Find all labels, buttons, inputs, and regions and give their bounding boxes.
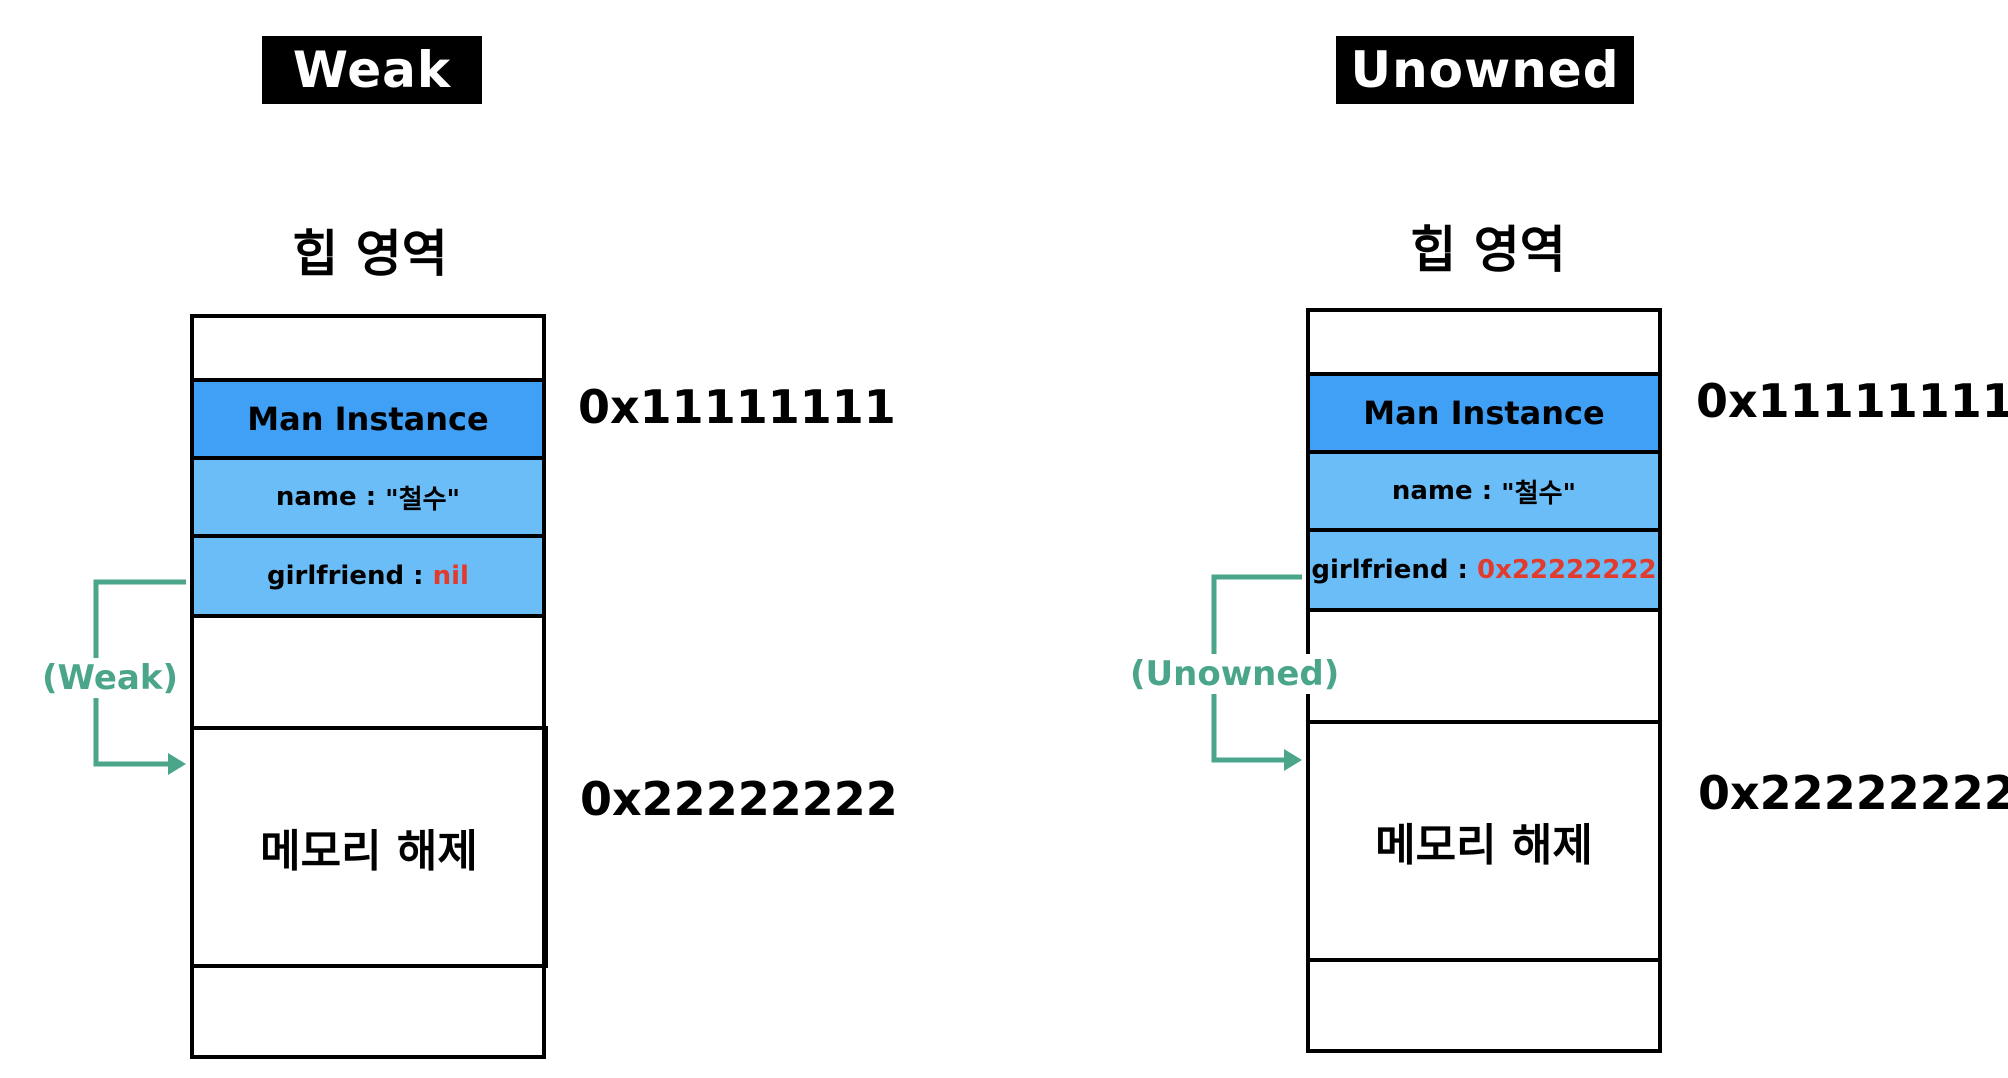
heap-label-unowned: 힙 영역	[1410, 221, 1566, 279]
name-separator: :	[1472, 476, 1502, 506]
address-man-instance: 0x11111111	[578, 380, 896, 434]
heap-slot-top	[194, 318, 542, 382]
unowned-panel: Unowned 힙 영역 Man Instance name : "철수" gi…	[1004, 0, 2008, 1078]
weak-reference-arrow	[93, 579, 186, 775]
man-instance-row: Man Instance	[194, 382, 542, 460]
freed-memory-block: 메모리 해제	[1310, 720, 1658, 962]
heap-label-weak: 힙 영역	[292, 225, 448, 283]
unowned-title: Unowned	[1336, 36, 1634, 104]
girlfriend-value: 0x22222222	[1476, 555, 1657, 585]
girlfriend-property-row: girlfriend : nil	[194, 538, 542, 618]
girlfriend-value: nil	[432, 561, 469, 591]
name-property-row: name : "철수"	[194, 460, 542, 538]
name-property-row: name : "철수"	[1310, 454, 1658, 532]
heap-stack-unowned: Man Instance name : "철수" girlfriend : 0x…	[1306, 308, 1662, 1053]
unowned-reference-label: (Unowned)	[1130, 654, 1340, 694]
heap-stack-weak: Man Instance name : "철수" girlfriend : ni…	[190, 314, 548, 1059]
girlfriend-separator: :	[1448, 555, 1477, 585]
name-key: name	[275, 482, 357, 512]
freed-memory-label: 메모리 해제	[1375, 820, 1593, 871]
unowned-reference-arrow	[1211, 574, 1302, 771]
girlfriend-key: girlfriend	[1311, 555, 1449, 585]
man-instance-label: Man Instance	[1363, 394, 1605, 432]
girlfriend-property-row: girlfriend : 0x22222222	[1310, 532, 1658, 612]
weak-title: Weak	[262, 36, 482, 104]
weak-reference-label: (Weak)	[42, 658, 178, 698]
girlfriend-key: girlfriend	[267, 561, 405, 591]
man-instance-row: Man Instance	[1310, 376, 1658, 454]
weak-panel: Weak 힙 영역 Man Instance name : "철수" girlf…	[42, 36, 898, 1059]
address-freed-block: 0x22222222	[1698, 766, 2008, 820]
freed-memory-label: 메모리 해제	[260, 826, 478, 877]
girlfriend-separator: :	[404, 561, 433, 591]
name-value: "철수"	[385, 484, 461, 515]
name-key: name	[1391, 476, 1473, 506]
heap-slot-top	[1310, 312, 1658, 376]
name-value: "철수"	[1501, 478, 1577, 509]
freed-memory-block: 메모리 해제	[194, 726, 548, 968]
man-instance-label: Man Instance	[247, 400, 489, 438]
address-freed-block: 0x22222222	[580, 772, 898, 826]
name-separator: :	[356, 482, 386, 512]
address-man-instance: 0x11111111	[1696, 374, 2008, 428]
